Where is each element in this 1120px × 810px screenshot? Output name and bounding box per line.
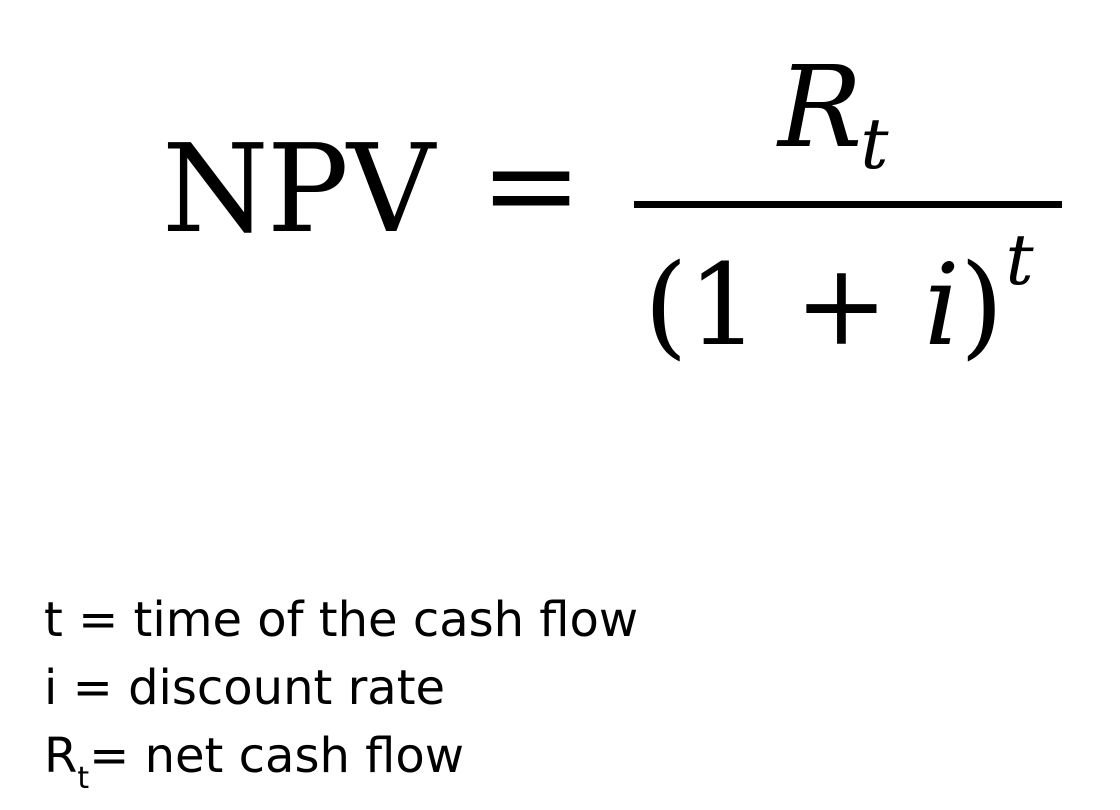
legend-definition: = net cash flow xyxy=(89,728,464,784)
denominator-exponent: t xyxy=(1005,219,1034,301)
legend-symbol-subscript: t xyxy=(77,761,90,796)
denominator-close: ) xyxy=(959,241,1004,371)
equals-sign: = xyxy=(480,114,583,256)
fraction-bar xyxy=(634,201,1062,208)
legend-symbol: R xyxy=(44,728,78,784)
numerator-symbol: R xyxy=(778,43,863,173)
npv-formula: NPV = Rt (1 + i)t xyxy=(162,52,1062,362)
denominator-variable: i xyxy=(924,241,960,371)
legend-line-net-cash-flow: Rt= net cash flow xyxy=(44,722,638,797)
legend-line-time: t = time of the cash flow xyxy=(44,592,639,648)
formula-lhs: NPV xyxy=(162,118,435,260)
legend-line-discount-rate: i = discount rate xyxy=(44,660,446,716)
denominator-open: (1 + xyxy=(644,241,924,371)
variable-legend: t = time of the cash flow i = discount r… xyxy=(44,586,638,797)
numerator-subscript: t xyxy=(860,103,889,185)
formula-numerator: Rt xyxy=(778,52,888,179)
formula-denominator: (1 + i)t xyxy=(644,225,1034,362)
